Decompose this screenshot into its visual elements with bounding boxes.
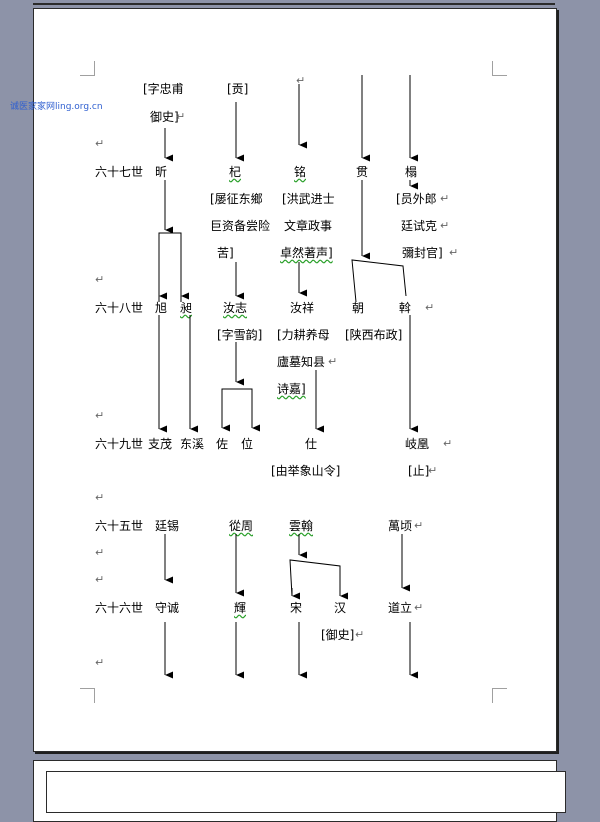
person-xu: 旭	[155, 301, 168, 315]
person-ta: 榻	[405, 165, 418, 179]
return-mark: ↵	[95, 491, 105, 504]
note-qihuang: [止]	[408, 464, 430, 478]
document-page	[33, 8, 557, 752]
note-ming-1: [洪武进士	[282, 192, 335, 206]
person-guan: 贯	[356, 165, 369, 179]
person-qihuang: 岐凰	[405, 437, 430, 451]
note-ta-1: [员外郎	[396, 192, 437, 206]
return-mark: ↵	[176, 110, 186, 123]
person-dongxi: 东溪	[180, 437, 205, 451]
person-chao: 朝	[352, 301, 365, 315]
watermark: 诚医家家网ling.org.cn	[10, 102, 103, 112]
note-yushi: 御史]	[150, 110, 179, 124]
note-han: [御史]	[321, 628, 355, 642]
corner-mark-bl	[80, 688, 95, 703]
person-ming: 铭	[294, 165, 307, 179]
return-mark: ↵	[440, 219, 450, 232]
note-xiang-3: 诗嘉]	[277, 382, 306, 396]
return-mark: ↵	[443, 437, 453, 450]
note-xiang-1: [力耕养母	[277, 328, 330, 342]
return-mark: ↵	[95, 656, 105, 669]
person-wo: 斡	[399, 301, 412, 315]
person-xin: 昕	[155, 165, 168, 179]
note-ruzhi: [字雪韵]	[217, 328, 263, 342]
person-zuo: 佐	[216, 437, 229, 451]
return-mark: ↵	[428, 464, 438, 477]
person-wanqing: 萬顷	[388, 519, 413, 533]
note-ta-2: 廷试克	[401, 219, 438, 233]
note-shi: [由举象山令]	[271, 464, 341, 478]
note-ming-2: 文章政事	[284, 219, 333, 233]
person-ruxiang: 汝祥	[290, 301, 315, 315]
note-xiang-2: 廬墓知县	[277, 355, 326, 369]
next-page	[33, 760, 566, 822]
note-qi-3: 苦]	[217, 246, 234, 260]
gen-label-65: 六十五世	[95, 519, 144, 533]
return-mark: ↵	[355, 628, 365, 641]
return-mark: ↵	[414, 519, 424, 532]
corner-mark-tr	[492, 61, 507, 76]
return-mark: ↵	[328, 355, 338, 368]
gen-label-69: 六十九世	[95, 437, 144, 451]
person-yunhan: 雲翰	[289, 519, 314, 533]
note-qi-2: 巨资备尝险	[210, 219, 271, 233]
corner-mark-tl	[80, 61, 95, 76]
person-daoli: 道立	[388, 601, 413, 615]
return-mark: ↵	[95, 273, 105, 286]
return-mark: ↵	[95, 409, 105, 422]
person-zhimao: 支茂	[148, 437, 173, 451]
note-ming-3: 卓然著声]	[280, 246, 333, 260]
return-mark: ↵	[95, 546, 105, 559]
person-shi: 仕	[305, 437, 318, 451]
gen-label-67: 六十七世	[95, 165, 144, 179]
note-chao: [陕西布政]	[345, 328, 403, 342]
return-mark: ↵	[425, 301, 435, 314]
return-mark: ↵	[296, 74, 306, 87]
person-ruzhi: 汝志	[223, 301, 248, 315]
return-mark: ↵	[440, 192, 450, 205]
note-zhongfu: [字忠甫	[143, 82, 184, 96]
note-ta-3: 彌封官]	[402, 246, 443, 260]
person-chang: 昶	[180, 301, 193, 315]
previous-page-edge	[33, 3, 555, 5]
gen-label-66: 六十六世	[95, 601, 144, 615]
person-wei: 位	[241, 437, 254, 451]
note-gong: [贡]	[227, 82, 249, 96]
person-hui: 輝	[234, 601, 247, 615]
person-shoucheng: 守诚	[155, 601, 180, 615]
gen-label-68: 六十八世	[95, 301, 144, 315]
person-han: 汉	[334, 601, 347, 615]
corner-mark-br	[492, 688, 507, 703]
person-song: 宋	[290, 601, 303, 615]
person-congzhou: 從周	[229, 519, 254, 533]
person-tingxi: 廷锡	[155, 519, 180, 533]
return-mark: ↵	[95, 573, 105, 586]
return-mark: ↵	[449, 246, 459, 259]
return-mark: ↵	[95, 137, 105, 150]
return-mark: ↵	[414, 601, 424, 614]
person-qi: 杞	[229, 165, 242, 179]
note-qi-1: [屡征东鄉	[210, 192, 263, 206]
